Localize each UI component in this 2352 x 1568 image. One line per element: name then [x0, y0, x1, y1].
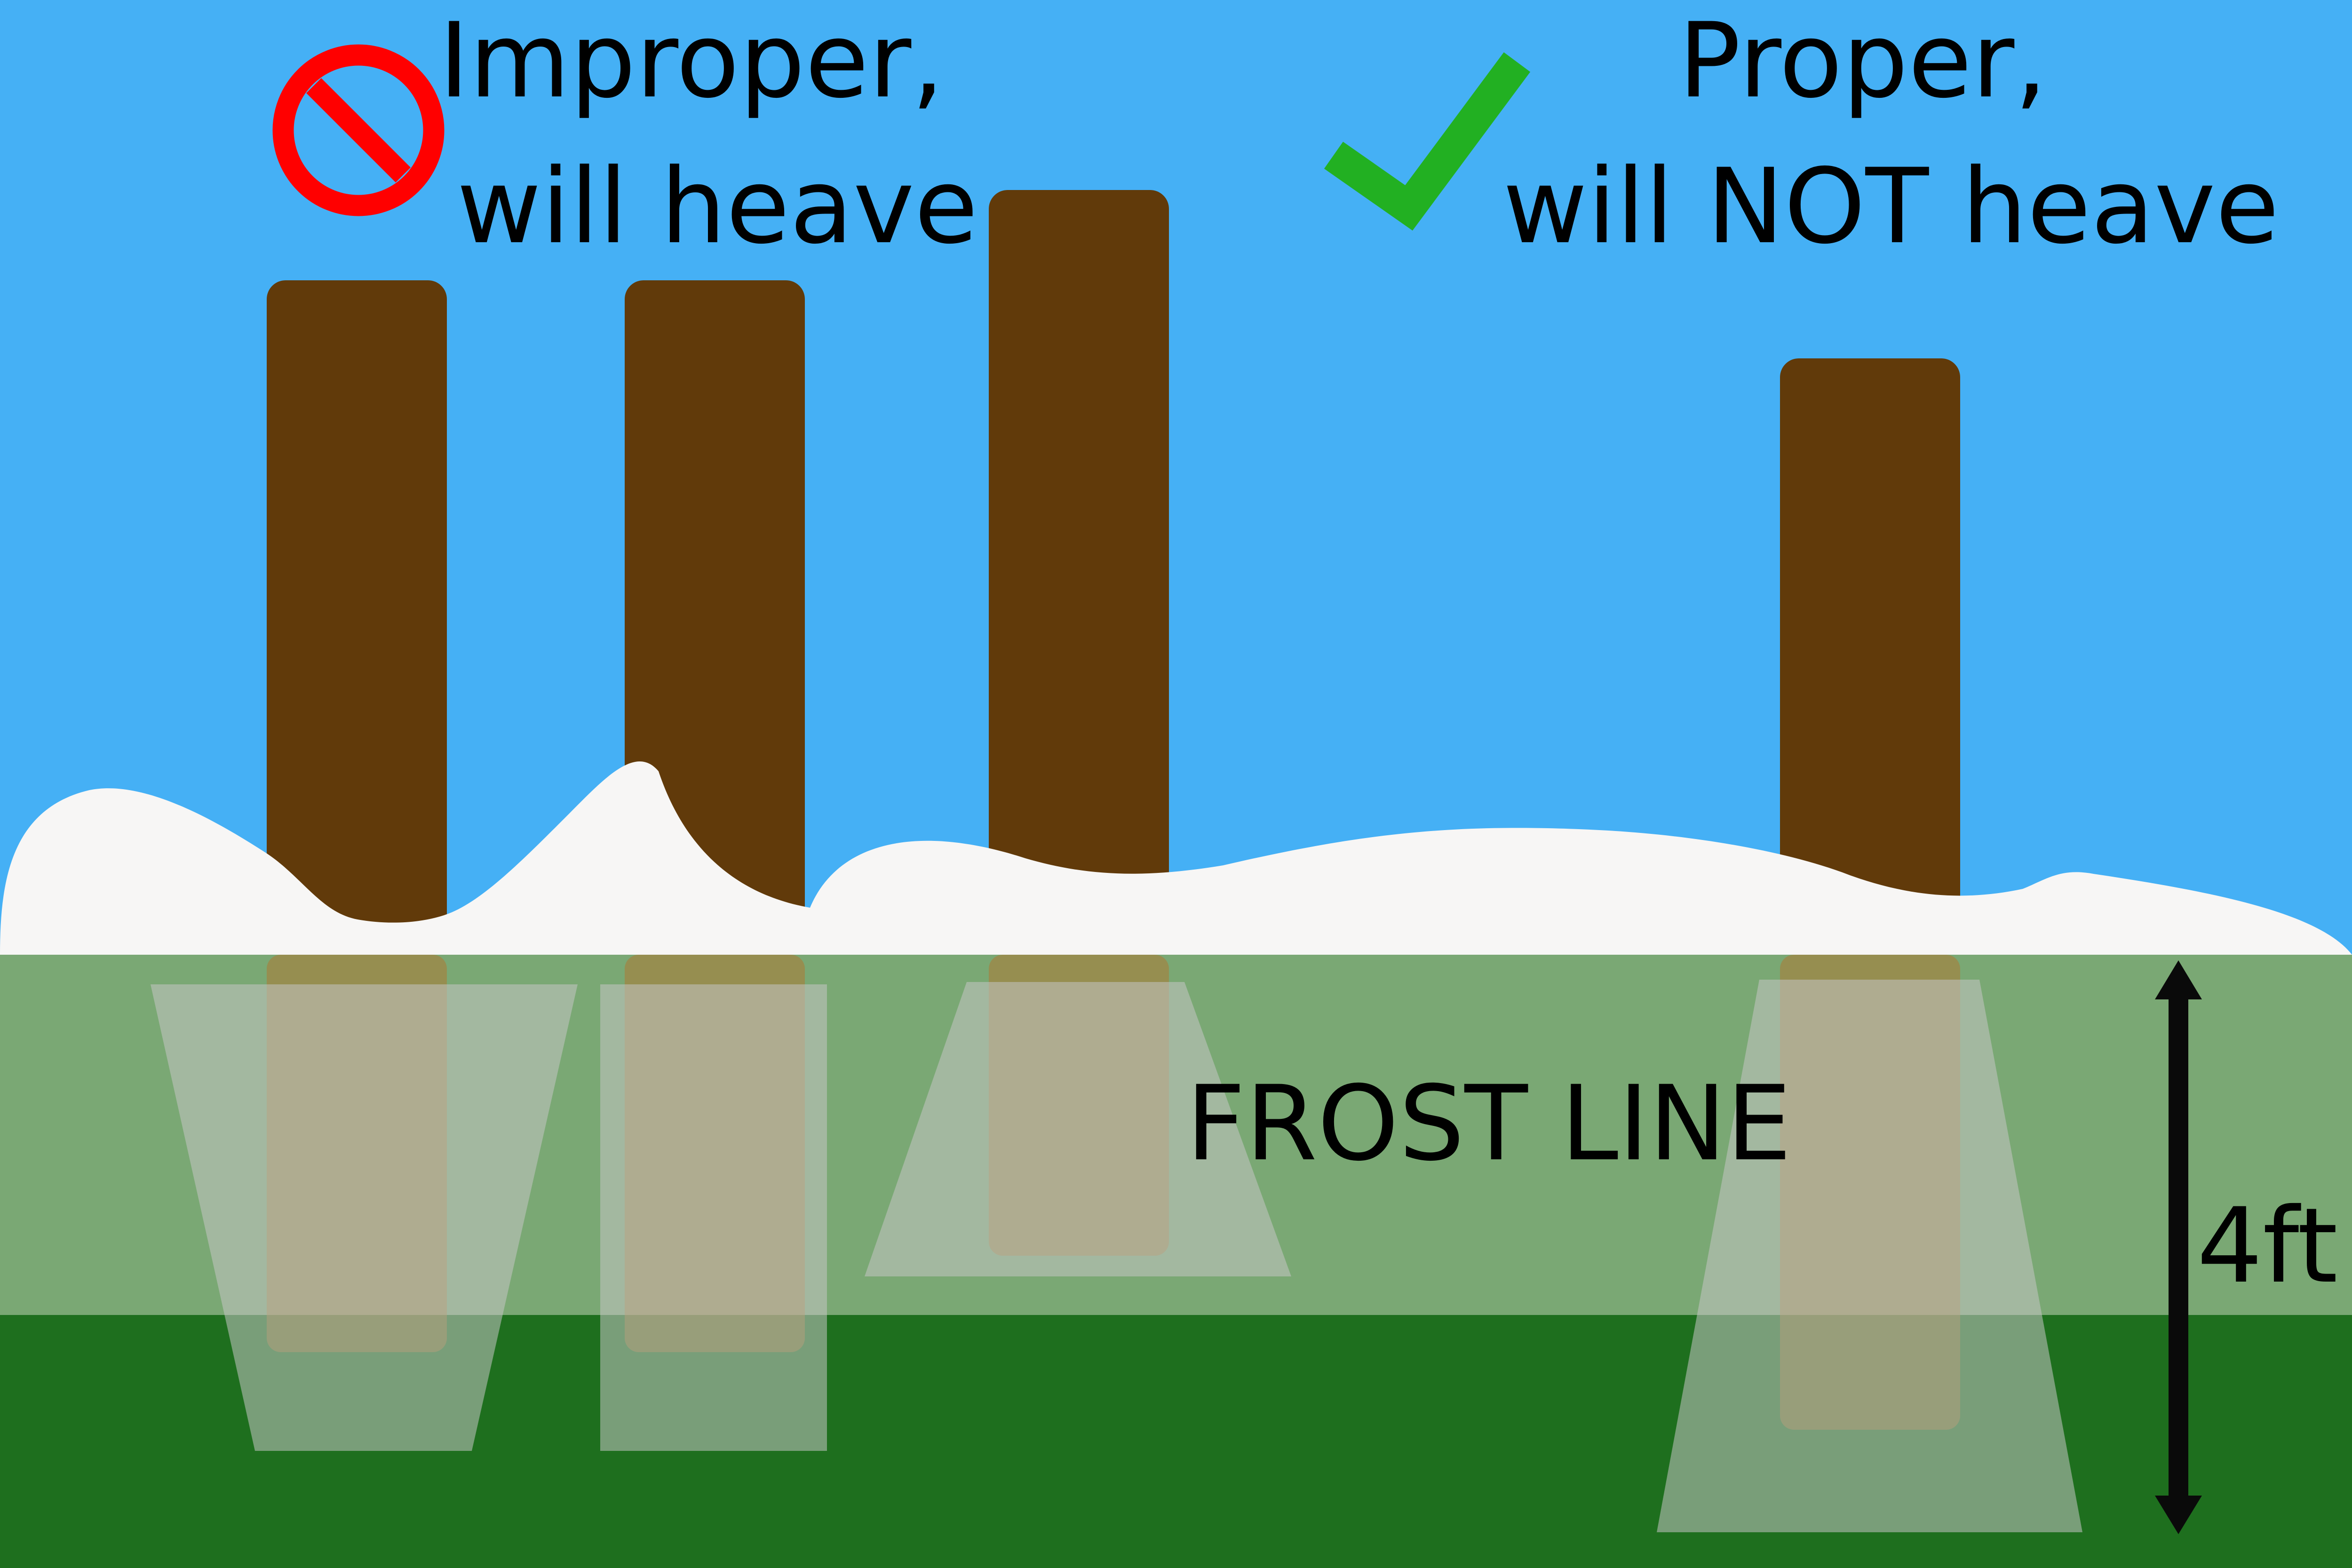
posts-above-ground [267, 190, 1960, 958]
proper-heading-line1: Proper, [1678, 0, 2047, 121]
depth-arrow-head-up [2155, 960, 2202, 999]
footing-3 [865, 982, 1291, 1276]
concrete-footings [151, 980, 2082, 1532]
post-3 [989, 190, 1169, 957]
depth-arrow-shaft [2169, 992, 2188, 1505]
frost-line-label: FROST LINE [1186, 1063, 1792, 1184]
checkmark-icon [1324, 52, 1531, 231]
proper-heading-line2: will NOT heave [1503, 146, 2279, 267]
depth-label: 4ft [2197, 1186, 2338, 1306]
footing-2 [600, 984, 827, 1451]
footing-4 [1657, 980, 2082, 1532]
depth-arrow [2155, 960, 2202, 1534]
post-1 [267, 280, 447, 958]
improper-heading-line2: will heave [457, 146, 978, 267]
snow-cover [0, 761, 2352, 955]
improper-heading: Improper, will heave [439, 0, 978, 267]
proper-heading: Proper, will NOT heave [1503, 0, 2279, 267]
improper-heading-line1: Improper, [439, 0, 944, 121]
no-entry-icon [272, 44, 445, 216]
depth-arrow-head-down [2155, 1496, 2202, 1534]
post-4 [1780, 358, 1960, 956]
post-2 [625, 280, 805, 958]
footing-1 [151, 984, 578, 1451]
